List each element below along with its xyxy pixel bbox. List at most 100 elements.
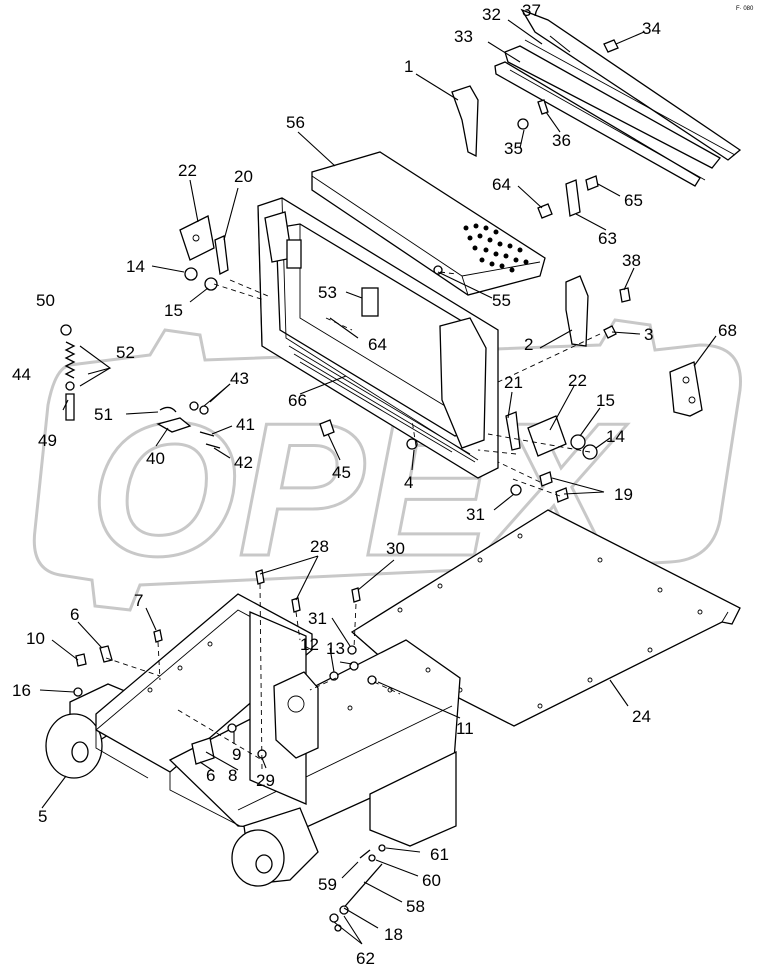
washer-43b — [199, 405, 209, 415]
callout-10: 10 — [26, 629, 45, 648]
callout-28: 28 — [310, 537, 329, 556]
nut-16 — [73, 687, 83, 697]
screw-3 — [603, 325, 617, 339]
callout-14a: 14 — [126, 257, 145, 276]
callout-31a: 31 — [466, 505, 485, 524]
callout-42: 42 — [234, 453, 253, 472]
nut-13 — [349, 661, 359, 671]
callout-64b: 64 — [368, 335, 387, 354]
callout-31b: 31 — [308, 609, 327, 628]
nut-50 — [60, 324, 72, 336]
callout-36: 36 — [552, 131, 571, 150]
callout-30: 30 — [386, 539, 405, 558]
washer-52 — [65, 381, 75, 391]
callout-6b: 6 — [206, 766, 215, 785]
callout-6a: 6 — [70, 605, 79, 624]
nut-62a — [329, 913, 339, 923]
rod-58 — [339, 863, 383, 913]
drive-housing — [273, 671, 319, 759]
callout-8: 8 — [228, 766, 237, 785]
callout-20: 20 — [234, 167, 253, 186]
callout-55: 55 — [492, 291, 511, 310]
spring-44 — [64, 341, 76, 379]
callout-24: 24 — [632, 707, 651, 726]
callout-15a: 15 — [164, 301, 183, 320]
watermark-gear-outline — [32, 318, 742, 612]
part-56-top-panel — [311, 151, 546, 296]
callout-1: 1 — [404, 57, 413, 76]
washer-15-left — [204, 277, 218, 291]
callout-40: 40 — [146, 449, 165, 468]
callout-21: 21 — [504, 373, 523, 392]
callout-13: 13 — [326, 639, 345, 658]
bolt-34 — [603, 39, 619, 53]
callout-2: 2 — [524, 335, 533, 354]
callout-7: 7 — [134, 591, 143, 610]
nut-14-left — [184, 267, 198, 281]
part-22-plate-right — [527, 415, 567, 457]
part-66-frame — [257, 197, 499, 479]
callout-18: 18 — [384, 925, 403, 944]
callout-53: 53 — [318, 283, 337, 302]
callout-59: 59 — [318, 875, 337, 894]
pin-41 — [199, 431, 215, 437]
nut-9 — [227, 723, 237, 733]
callout-58: 58 — [406, 897, 425, 916]
perforated-area — [463, 223, 529, 273]
callout-19: 19 — [614, 485, 633, 504]
callout-45: 45 — [332, 463, 351, 482]
callout-62: 62 — [356, 949, 375, 968]
part-51-spring-clip — [159, 406, 177, 413]
part-45-block — [319, 419, 335, 437]
part-68-plate — [669, 361, 703, 417]
callout-22a: 22 — [178, 161, 197, 180]
callout-66: 66 — [288, 391, 307, 410]
screw-36 — [537, 99, 549, 115]
callout-68: 68 — [718, 321, 737, 340]
callout-14b: 14 — [606, 427, 625, 446]
callout-9: 9 — [232, 745, 241, 764]
callout-16: 16 — [12, 681, 31, 700]
callout-15b: 15 — [596, 391, 615, 410]
callout-labels: 1 2 3 4 5 6 6 7 8 9 10 11 12 13 14 14 15… — [12, 1, 737, 968]
part-rail-assembly — [494, 8, 742, 187]
bolt-28b — [291, 597, 301, 613]
hinge-53b — [361, 287, 379, 317]
nut-31-top — [510, 484, 522, 496]
part-5-base-frame — [45, 593, 461, 887]
bolt-65 — [585, 175, 599, 191]
bolt-38 — [619, 287, 631, 303]
washer-60 — [368, 854, 376, 862]
bolt-7 — [153, 629, 163, 643]
part-20-bracket — [214, 235, 229, 275]
bolt-10 — [75, 653, 87, 667]
hinge-53a — [286, 239, 302, 269]
nut-4 — [406, 438, 418, 450]
callout-56: 56 — [286, 113, 305, 132]
callout-65: 65 — [624, 191, 643, 210]
callout-3: 3 — [644, 325, 653, 344]
pin-49 — [65, 393, 75, 421]
callout-37: 37 — [522, 1, 541, 20]
washer-15-right — [570, 434, 586, 450]
nut-35 — [517, 118, 529, 130]
callout-52: 52 — [116, 343, 135, 362]
bolt-19b — [555, 487, 569, 503]
projection-lines — [105, 271, 601, 771]
pin-42 — [205, 443, 221, 449]
callout-43: 43 — [230, 369, 249, 388]
callout-35: 35 — [504, 139, 523, 158]
spring-assembly — [60, 324, 76, 421]
callout-63: 63 — [598, 229, 617, 248]
nut-31-bottom — [347, 645, 357, 655]
callout-33: 33 — [454, 27, 473, 46]
callout-41: 41 — [236, 415, 255, 434]
callout-44: 44 — [12, 365, 31, 384]
callout-34: 34 — [642, 19, 661, 38]
callout-22b: 22 — [568, 371, 587, 390]
part-21-bracket — [505, 411, 521, 451]
callout-32: 32 — [482, 5, 501, 24]
callout-11: 11 — [456, 719, 474, 738]
washer-61 — [378, 844, 386, 852]
